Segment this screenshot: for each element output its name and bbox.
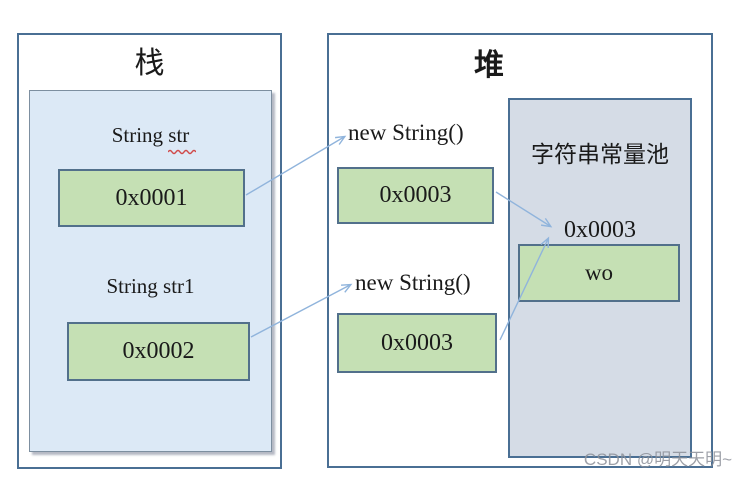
pool-address-label: 0x0003 xyxy=(564,217,636,243)
heap-panel: 堆 new String() 0x0003 new String() 0x000… xyxy=(327,33,713,468)
stack-frame: String str 0x0001 String str1 0x0002 xyxy=(29,90,272,452)
constant-pool-title: 字符串常量池 xyxy=(531,142,669,167)
heap-object-ref-box-2: 0x0003 xyxy=(337,313,497,373)
watermark: CSDN @明天天明~ xyxy=(583,450,732,469)
variable-label-str1: String str1 xyxy=(106,274,195,298)
heap-title: 堆 xyxy=(474,49,504,82)
stack-panel: 栈 String str 0x0001 String str1 0x0002 xyxy=(17,33,282,469)
spellcheck-squiggle-icon xyxy=(168,149,196,155)
stack-title: 栈 xyxy=(134,47,165,80)
pool-value-box: wo xyxy=(518,244,680,302)
string-constant-pool: 字符串常量池 0x0003 wo xyxy=(508,98,692,458)
variable-label-str: String str xyxy=(111,123,190,147)
variable-ref-box-str: 0x0001 xyxy=(58,169,245,227)
heap-object-label-2: new String() xyxy=(355,270,471,295)
heap-object-ref-box-1: 0x0003 xyxy=(337,167,494,224)
variable-ref-box-str1: 0x0002 xyxy=(67,322,250,381)
heap-object-label-1: new String() xyxy=(348,120,464,145)
